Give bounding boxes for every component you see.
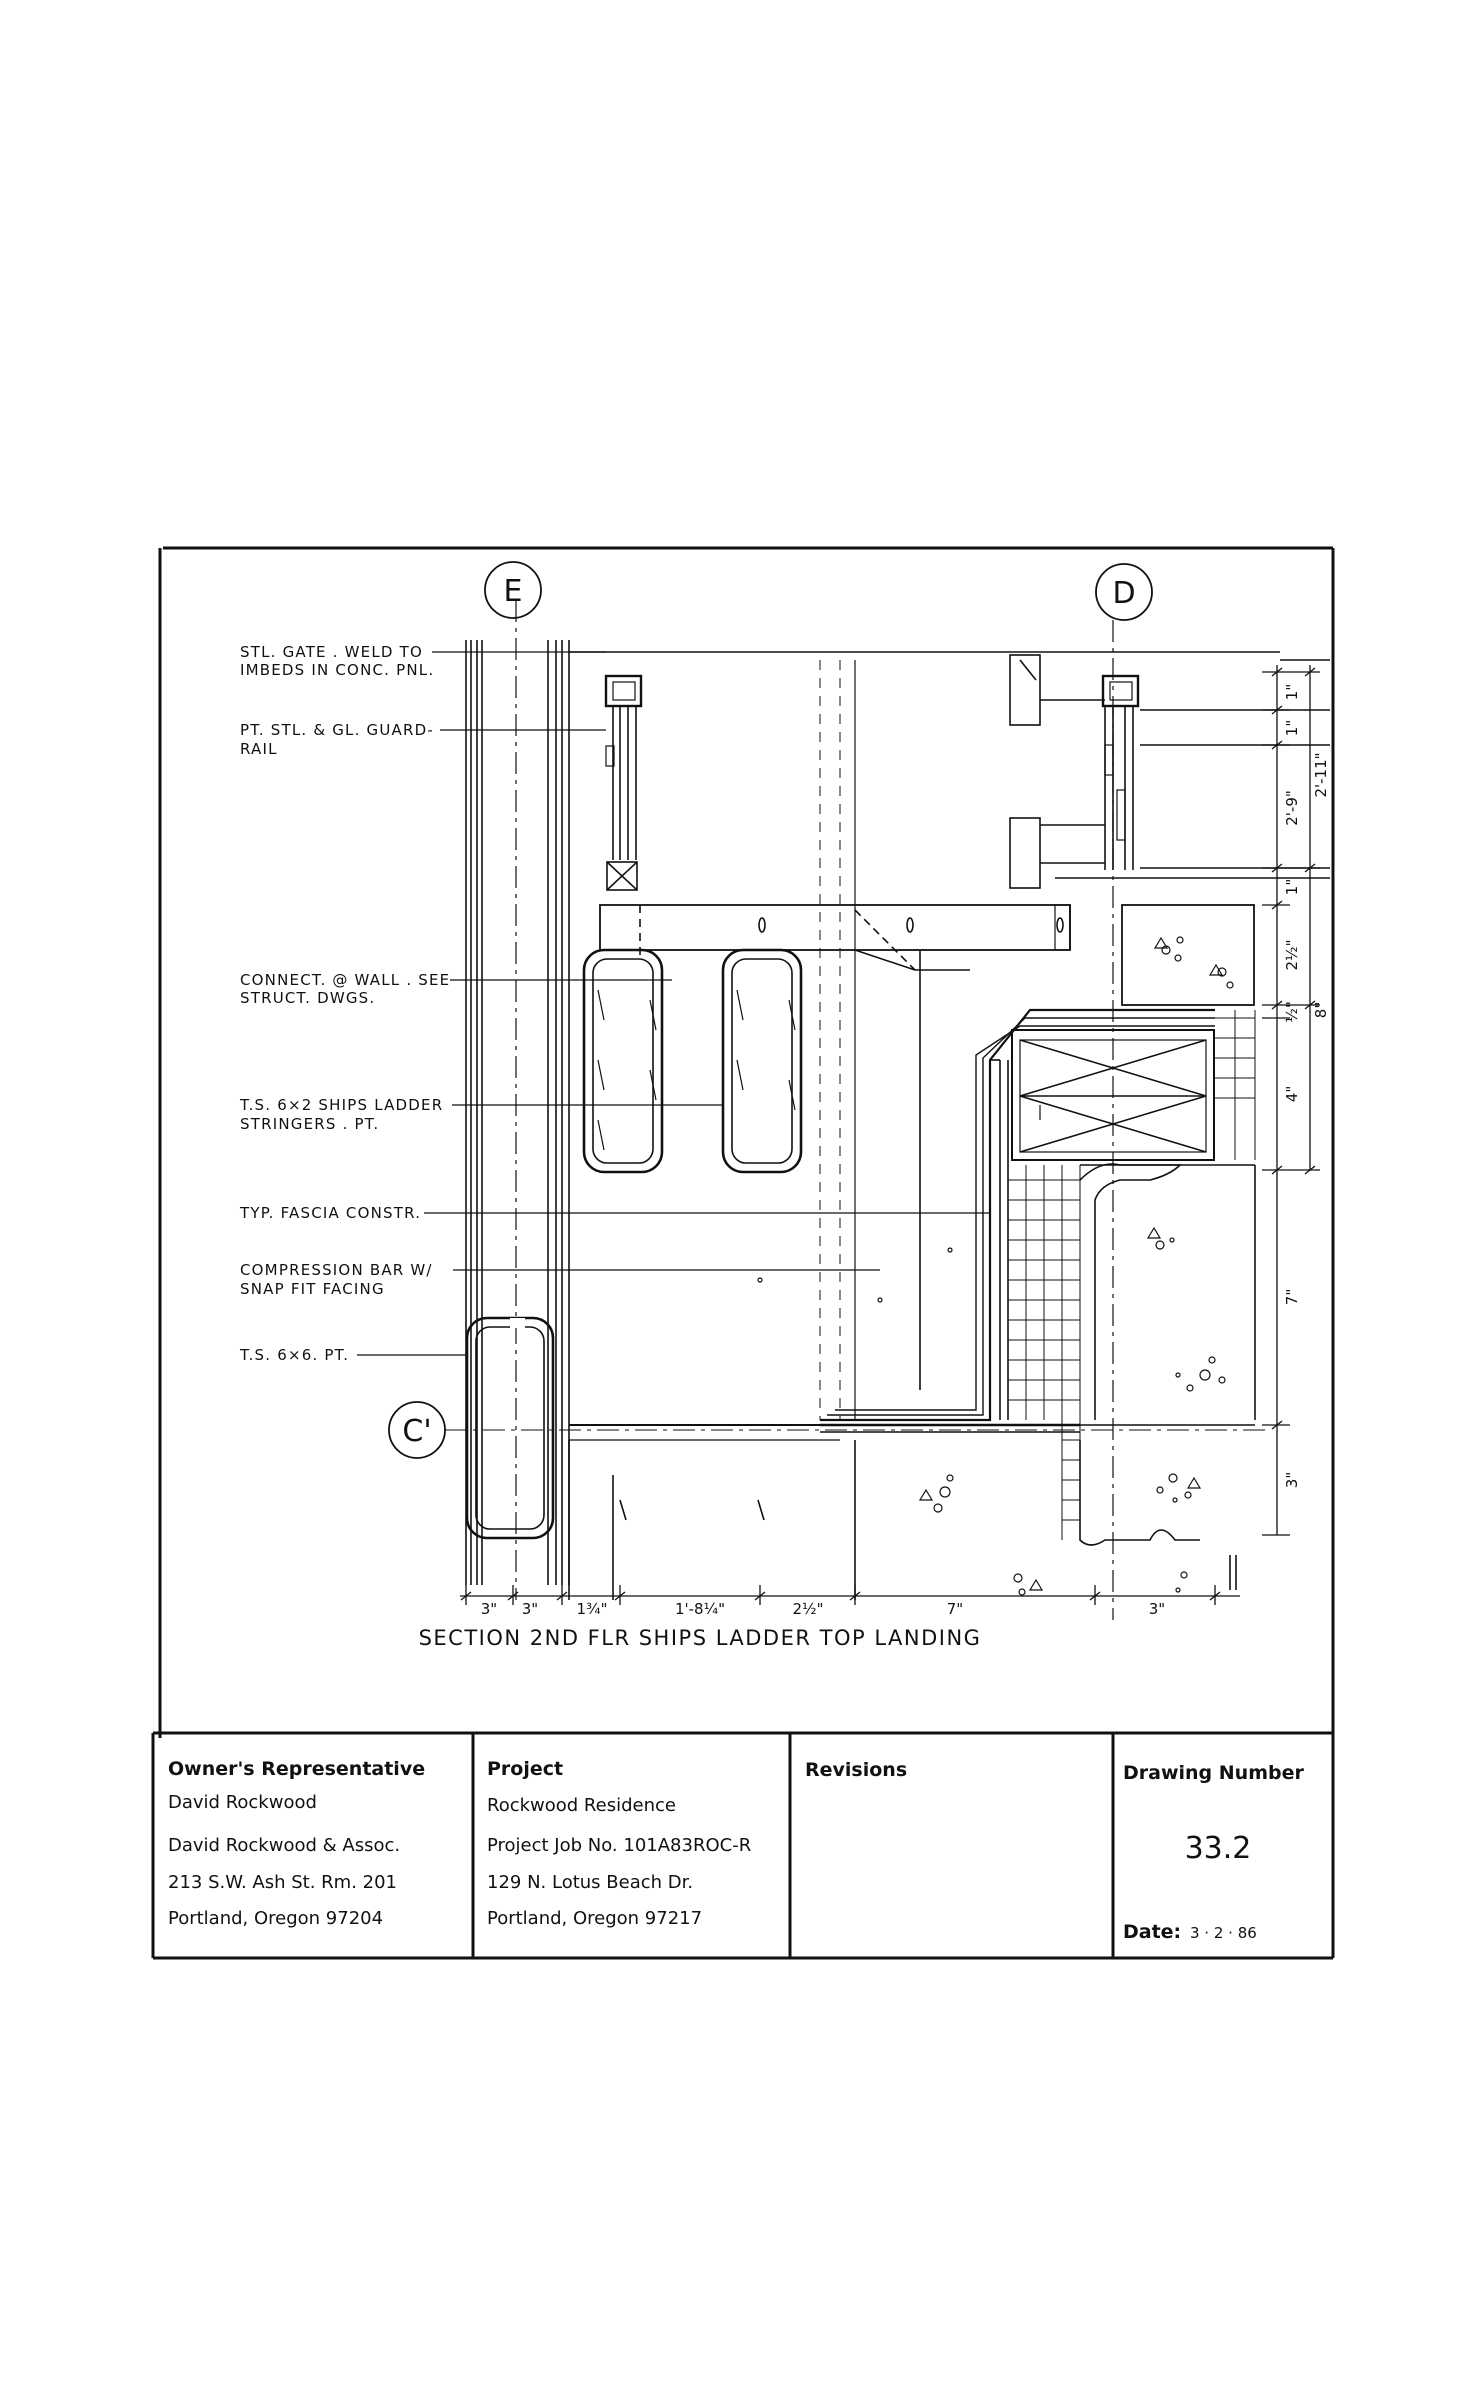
dim-right-9: 4" <box>1283 1086 1301 1102</box>
dim-right-10: 7" <box>1283 1289 1301 1305</box>
note-stringers-line2: STRINGERS . PT. <box>240 1115 379 1133</box>
note-guardrail-line1: PT. STL. & GL. GUARD- <box>240 721 434 739</box>
grid-label-d: D <box>1112 576 1135 611</box>
date-label: Date: <box>1123 1921 1181 1943</box>
dim-right-4: 2'-11" <box>1312 752 1330 797</box>
dim-bottom-5: 2½" <box>793 1600 824 1618</box>
dim-bottom-1: 3" <box>481 1600 497 1618</box>
note-gate-line1: STL. GATE . WELD TO <box>240 643 423 661</box>
owner-line-3: 213 S.W. Ash St. Rm. 201 <box>168 1872 397 1893</box>
date-value: 3 · 2 · 86 <box>1190 1924 1257 1942</box>
note-fascia: TYP. FASCIA CONSTR. <box>239 1204 421 1222</box>
dim-bottom-6: 7" <box>947 1600 963 1618</box>
dim-right-8: 8" <box>1312 1002 1330 1018</box>
grid-label-e: E <box>504 574 523 609</box>
right-dimensions: 1" 1" 2'-9" 2'-11" 1" 2½" ½" 8" 4" 7" 3" <box>1283 684 1330 1488</box>
note-guardrail-line2: RAIL <box>240 740 278 758</box>
owner-line-1: David Rockwood <box>168 1792 317 1813</box>
project-line-2: Project Job No. 101A83ROC-R <box>487 1835 751 1856</box>
dim-bottom-3: 1¾" <box>577 1600 608 1618</box>
section-drawing <box>357 561 1330 1620</box>
dim-bottom-4: 1'-8¼" <box>675 1600 725 1618</box>
dim-right-3: 2'-9" <box>1283 790 1301 826</box>
note-gate-line2: IMBEDS IN CONC. PNL. <box>240 661 434 679</box>
dim-right-1: 1" <box>1283 684 1301 700</box>
owner-line-2: David Rockwood & Assoc. <box>168 1835 400 1856</box>
dim-right-2: 1" <box>1283 720 1301 736</box>
project-heading: Project <box>487 1758 563 1780</box>
dim-right-7: ½" <box>1283 1001 1301 1022</box>
note-stringers-line1: T.S. 6×2 SHIPS LADDER <box>239 1096 443 1114</box>
project-line-1: Rockwood Residence <box>487 1795 676 1816</box>
note-connect-line1: CONNECT. @ WALL . SEE <box>240 971 450 989</box>
owner-line-4: Portland, Oregon 97204 <box>168 1908 383 1929</box>
dim-bottom-2: 3" <box>522 1600 538 1618</box>
drawing-number-heading: Drawing Number <box>1123 1762 1304 1784</box>
dim-right-6: 2½" <box>1283 940 1301 971</box>
note-compression-line1: COMPRESSION BAR W/ <box>240 1261 433 1279</box>
sheet-border <box>151 546 1335 1960</box>
project-line-3: 129 N. Lotus Beach Dr. <box>487 1872 693 1893</box>
drawing-caption: SECTION 2ND FLR SHIPS LADDER TOP LANDING <box>419 1626 982 1650</box>
note-ts6x6: T.S. 6×6. PT. <box>239 1346 349 1364</box>
grid-label-c: C' <box>402 1414 431 1449</box>
owner-heading: Owner's Representative <box>168 1758 425 1780</box>
note-compression-line2: SNAP FIT FACING <box>240 1280 385 1298</box>
note-connect-line2: STRUCT. DWGS. <box>240 989 375 1007</box>
dim-right-11: 3" <box>1283 1472 1301 1488</box>
project-line-4: Portland, Oregon 97217 <box>487 1908 702 1929</box>
dim-bottom-7: 3" <box>1149 1600 1165 1618</box>
revisions-heading: Revisions <box>805 1759 907 1781</box>
dim-right-5: 1" <box>1283 879 1301 895</box>
title-block: Owner's Representative David Rockwood Da… <box>168 1758 1304 1943</box>
drawing-number: 33.2 <box>1185 1831 1252 1866</box>
